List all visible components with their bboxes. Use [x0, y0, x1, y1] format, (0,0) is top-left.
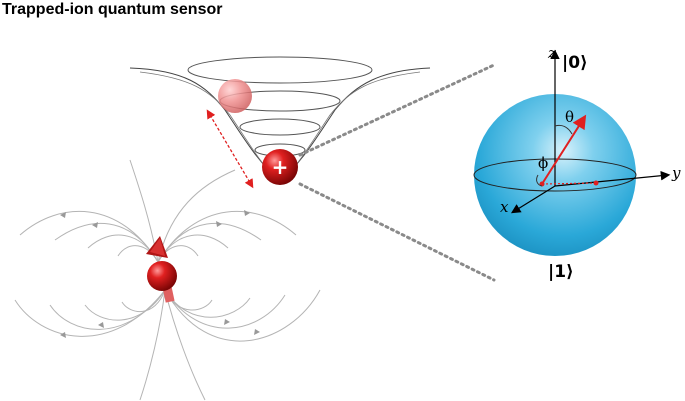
phi-label: ϕ [538, 154, 548, 172]
theta-arc [554, 124, 573, 135]
figure-title: Trapped-ion quantum sensor [2, 1, 223, 18]
y-axis-label: y [671, 164, 681, 182]
vector-projection [541, 182, 597, 185]
y-axis [554, 170, 671, 187]
zoom-lines [298, 63, 496, 282]
magnetic-dipole-icon [146, 236, 177, 303]
x-axis-label: x [500, 198, 509, 216]
phi-arc [536, 174, 543, 187]
state-zero-label: |0⟩ [562, 53, 588, 73]
state-vector [541, 114, 587, 185]
bloch-sphere: z y x θ ϕ |0⟩ |1⟩ [473, 44, 681, 282]
ghost-ion-icon [218, 79, 252, 113]
trapped-ion-icon: + [262, 149, 298, 185]
x-axis [510, 185, 556, 214]
field-lines [14, 159, 321, 401]
state-one-label: |1⟩ [548, 262, 574, 282]
oscillation-arrow [206, 109, 254, 189]
ion-charge-symbol: + [272, 155, 289, 179]
field-line-arrows [60, 210, 260, 338]
z-axis-label: z [547, 44, 556, 62]
theta-label: θ [565, 108, 574, 126]
